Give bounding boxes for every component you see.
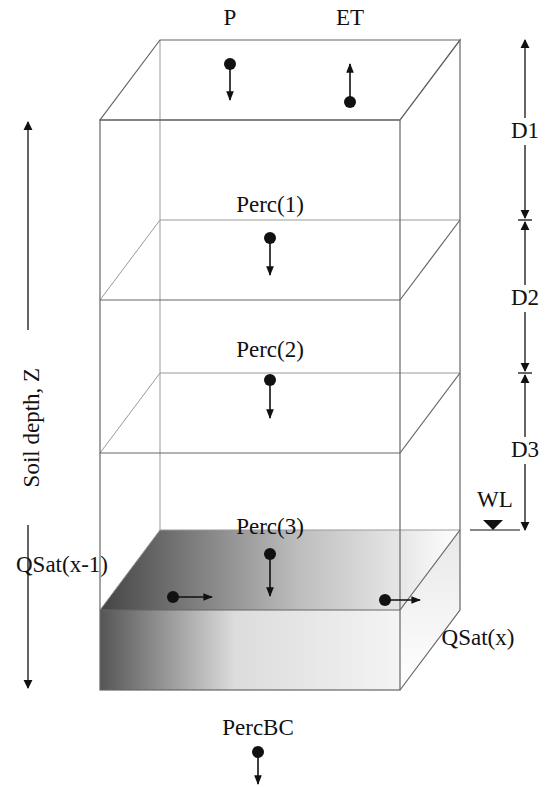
flux-label: Perc(2) — [236, 337, 304, 362]
wl-marker — [470, 520, 520, 530]
hidden-edges — [100, 40, 460, 610]
saturated-zone — [100, 530, 460, 690]
axis-label: Soil depth, Z — [19, 364, 44, 491]
depth-label: D3 — [511, 437, 539, 462]
box-edges — [100, 40, 460, 690]
depth-label: D2 — [511, 285, 539, 310]
flux-label: Perc(1) — [236, 192, 304, 217]
flux-arrows — [167, 58, 420, 784]
depth-label: D1 — [511, 118, 539, 143]
flux-label: QSat(x) — [442, 625, 515, 650]
flux-label: PercBC — [222, 715, 294, 740]
flux-label: Perc(3) — [236, 514, 304, 539]
water-level-label: WL — [477, 487, 513, 512]
flux-label: ET — [336, 5, 364, 30]
flux-label: QSat(x-1) — [16, 552, 108, 577]
flux-label: P — [224, 5, 237, 30]
